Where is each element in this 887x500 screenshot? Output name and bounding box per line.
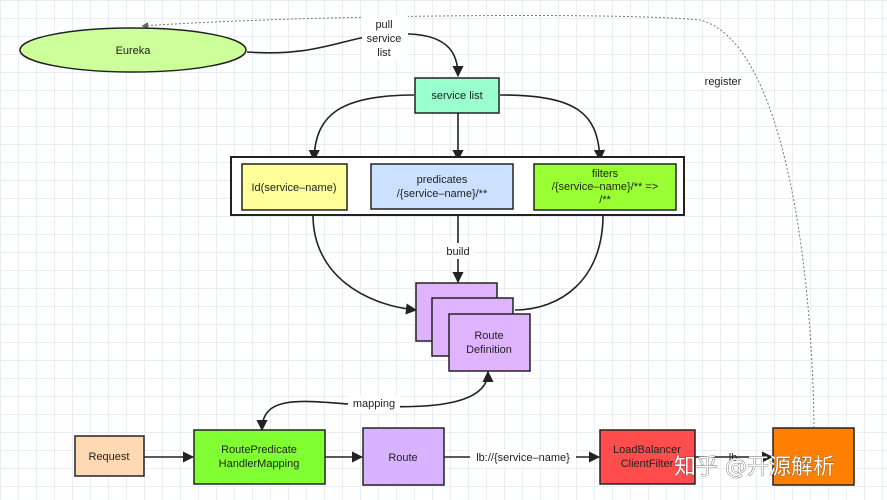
node-service-list-label: service list xyxy=(431,90,482,102)
node-eureka-label: Eureka xyxy=(116,45,152,57)
label-mapping: mapping xyxy=(353,398,395,410)
node-filters-label-1: filters xyxy=(592,168,619,180)
node-service-list xyxy=(414,77,500,114)
node-route-label: Route xyxy=(388,452,417,464)
node-request xyxy=(74,435,145,477)
node-predicates xyxy=(370,163,514,210)
label-pull-3: list xyxy=(377,47,390,59)
node-handler-mapping-label-1: RoutePredicate xyxy=(221,444,297,456)
edge-register xyxy=(141,14,815,429)
edge-left-curve xyxy=(312,214,418,315)
node-handler-mapping-label-2: HandlerMapping xyxy=(219,458,300,470)
node-route xyxy=(362,427,445,486)
node-filters-label-2: /{service–name}/** => xyxy=(552,181,658,193)
node-handler-mapping xyxy=(193,429,326,485)
node-load-balancer-label-2: ClientFilter xyxy=(621,458,674,470)
label-register: register xyxy=(705,76,742,88)
node-id-label: Id(service–name) xyxy=(252,182,337,194)
node-service-instance xyxy=(772,427,855,486)
node-route-definition-label-2: Definition xyxy=(466,344,512,356)
label-lb-short: lb xyxy=(729,452,738,464)
node-filters xyxy=(533,163,677,211)
edge-to-id xyxy=(308,94,415,162)
node-load-balancer-client-filter xyxy=(599,429,696,485)
label-lb-uri: lb://{service–name} xyxy=(476,452,570,464)
edge-to-filters xyxy=(499,94,606,162)
node-eureka xyxy=(19,27,247,73)
node-load-balancer-label-1: LoadBalancer xyxy=(613,444,681,456)
node-predicates-label-1: predicates xyxy=(417,174,468,186)
node-request-label: Request xyxy=(89,451,130,463)
node-predicates-label-2: /{service–name}/** xyxy=(397,188,488,200)
edge-right-curve xyxy=(514,214,604,311)
edge-pull xyxy=(246,32,464,78)
label-pull-1: pull xyxy=(375,19,392,31)
label-pull-2: service xyxy=(367,33,402,45)
edge-labels: pull service list register build mapping… xyxy=(348,16,748,466)
node-id-service-name xyxy=(241,163,348,211)
watermark: 知乎 @开源解析 xyxy=(674,455,835,480)
node-route-definition-label-1: Route xyxy=(474,330,503,342)
node-filters-label-3: /** xyxy=(599,194,611,206)
label-build: build xyxy=(446,246,469,258)
nodes: Eureka service list Id(service–name) pre… xyxy=(19,27,855,486)
node-route-definition-front xyxy=(448,313,531,372)
